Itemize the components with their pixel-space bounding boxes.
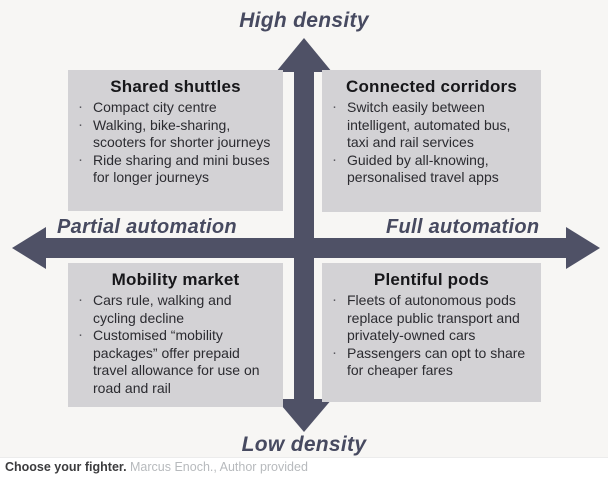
bullet-item: Fleets of autonomous pods replace public… [332, 291, 531, 345]
bullet-item: Cars rule, walking and cycling decline [78, 291, 273, 327]
bullet-item: Ride sharing and mini buses for longer j… [78, 151, 273, 187]
quadrant-bullet-list: Compact city centreWalking, bike-sharing… [78, 98, 273, 187]
quadrant-title: Shared shuttles [110, 77, 241, 96]
quadrant-title: Connected corridors [346, 77, 517, 96]
bullet-item: Switch easily between intelligent, autom… [332, 98, 531, 152]
axis-label-partial-automation: Partial automation [57, 216, 237, 238]
horizontal-axis-arrow [12, 227, 600, 269]
quadrant-bullet-list: Cars rule, walking and cycling declineCu… [78, 291, 273, 397]
caption-title: Choose your fighter. [5, 460, 127, 474]
quadrant-title: Mobility market [111, 270, 240, 289]
quadrant-mobility-market: Mobility market Cars rule, walking and c… [68, 263, 283, 407]
axis-arrows [12, 38, 600, 432]
axis-label-low-density: Low density [241, 433, 367, 456]
bullet-item: Customised “mobility packages” offer pre… [78, 326, 273, 397]
bullet-item: Passengers can opt to share for cheaper … [332, 344, 531, 380]
quadrant-connected-corridors: Connected corridors Switch easily betwee… [322, 70, 541, 212]
caption-credit: Marcus Enoch., Author provided [126, 460, 308, 474]
vertical-axis-arrow [276, 38, 332, 432]
quadrant-plentiful-pods: Plentiful pods Fleets of autonomous pods… [322, 263, 541, 402]
quadrant-title: Plentiful pods [373, 270, 490, 289]
axis-label-high-density: High density [239, 9, 369, 32]
figure-caption: Choose your fighter. Marcus Enoch., Auth… [0, 457, 608, 477]
bullet-item: Walking, bike-sharing, scooters for shor… [78, 116, 273, 152]
bullet-item: Guided by all-knowing, personalised trav… [332, 151, 531, 187]
bullet-item: Compact city centre [78, 98, 273, 117]
quadrant-diagram: High density Low density Partial automat… [0, 0, 608, 457]
quadrant-bullet-list: Switch easily between intelligent, autom… [332, 98, 531, 187]
axis-label-full-automation: Full automation [386, 216, 540, 238]
quadrant-bullet-list: Fleets of autonomous pods replace public… [332, 291, 531, 380]
quadrant-shared-shuttles: Shared shuttles Compact city centreWalki… [68, 70, 283, 211]
